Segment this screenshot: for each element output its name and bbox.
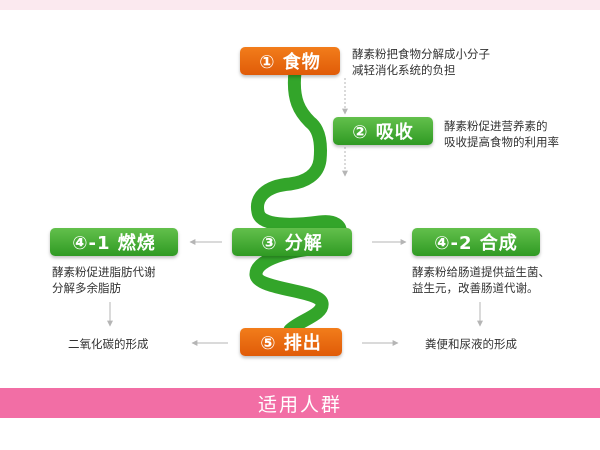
- step-absorb-desc: 酵素粉促进营养素的 吸收提高食物的利用率: [444, 119, 559, 149]
- step-burn-label: ④-1 燃烧: [50, 228, 178, 256]
- intestine-tube: [249, 65, 347, 337]
- step-burn-desc: 酵素粉促进脂肪代谢 分解多余脂肪: [52, 265, 156, 295]
- step-absorb-label: ② 吸收: [333, 117, 433, 145]
- step-synthesize-desc: 酵素粉给肠道提供益生菌、 益生元，改善肠道代谢。: [412, 265, 550, 295]
- step-food-desc: 酵素粉把食物分解成小分子 减轻消化系统的负担: [352, 47, 490, 77]
- target-audience-banner: 适用人群: [0, 388, 600, 418]
- step-decompose-label: ③ 分解: [232, 228, 352, 256]
- top-strip: [0, 0, 600, 10]
- step-excrete-label: ⑤ 排出: [240, 328, 342, 356]
- outcome-waste: 粪便和尿液的形成: [425, 337, 517, 351]
- step-food-label: ① 食物: [240, 47, 340, 75]
- outcome-co2: 二氧化碳的形成: [68, 337, 149, 351]
- step-synthesize-label: ④-2 合成: [412, 228, 540, 256]
